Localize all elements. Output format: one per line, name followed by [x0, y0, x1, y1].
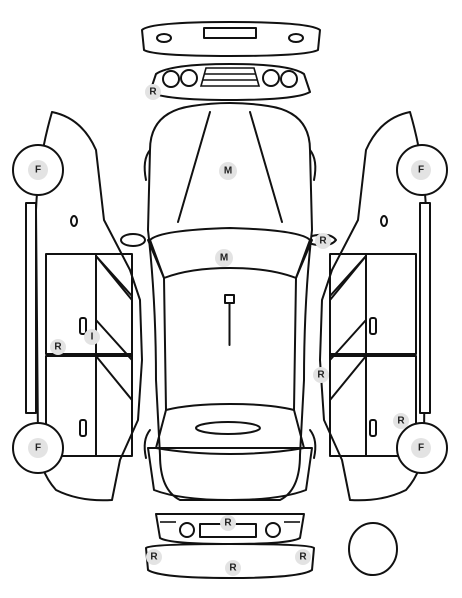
- marker-right-door[interactable]: R: [313, 367, 329, 383]
- marker-label: R: [149, 87, 157, 98]
- marker-left-sill[interactable]: R: [50, 339, 66, 355]
- marker-label: R: [229, 563, 237, 574]
- left-side-view[interactable]: [12, 111, 143, 502]
- marker-right-front-wheel[interactable]: F: [411, 160, 431, 180]
- marker-front-bumper[interactable]: R: [145, 84, 161, 100]
- marker-label: R: [224, 518, 232, 529]
- marker-left-front-wheel[interactable]: F: [28, 160, 48, 180]
- front-fascia[interactable]: [149, 63, 311, 101]
- marker-label: R: [150, 552, 158, 563]
- marker-label: R: [317, 370, 325, 381]
- spare-wheel[interactable]: [348, 522, 398, 576]
- marker-rear-bumper-center[interactable]: R: [225, 560, 241, 576]
- marker-right-mirror[interactable]: R: [315, 233, 331, 249]
- marker-rear-fascia[interactable]: R: [220, 515, 236, 531]
- marker-roof[interactable]: M: [219, 162, 237, 180]
- rear-bumper[interactable]: [145, 543, 315, 579]
- marker-label: M: [224, 166, 232, 177]
- marker-label: R: [54, 342, 62, 353]
- right-side-view[interactable]: [319, 111, 448, 502]
- marker-label: F: [418, 165, 424, 176]
- marker-left-door[interactable]: I: [84, 329, 100, 345]
- marker-label: I: [91, 332, 94, 343]
- marker-right-rear-wheel[interactable]: F: [411, 438, 431, 458]
- front-bumper[interactable]: [141, 21, 321, 57]
- marker-label: F: [418, 443, 424, 454]
- marker-label: R: [319, 236, 327, 247]
- marker-rear-bumper-right[interactable]: R: [295, 549, 311, 565]
- marker-left-rear-wheel[interactable]: F: [28, 438, 48, 458]
- marker-label: F: [35, 165, 41, 176]
- marker-rear-bumper-left[interactable]: R: [146, 549, 162, 565]
- marker-label: F: [35, 443, 41, 454]
- marker-label: R: [299, 552, 307, 563]
- marker-label: M: [220, 253, 228, 264]
- marker-right-rear-quarter[interactable]: R: [393, 413, 409, 429]
- marker-label: R: [397, 416, 405, 427]
- marker-windshield[interactable]: M: [215, 249, 233, 267]
